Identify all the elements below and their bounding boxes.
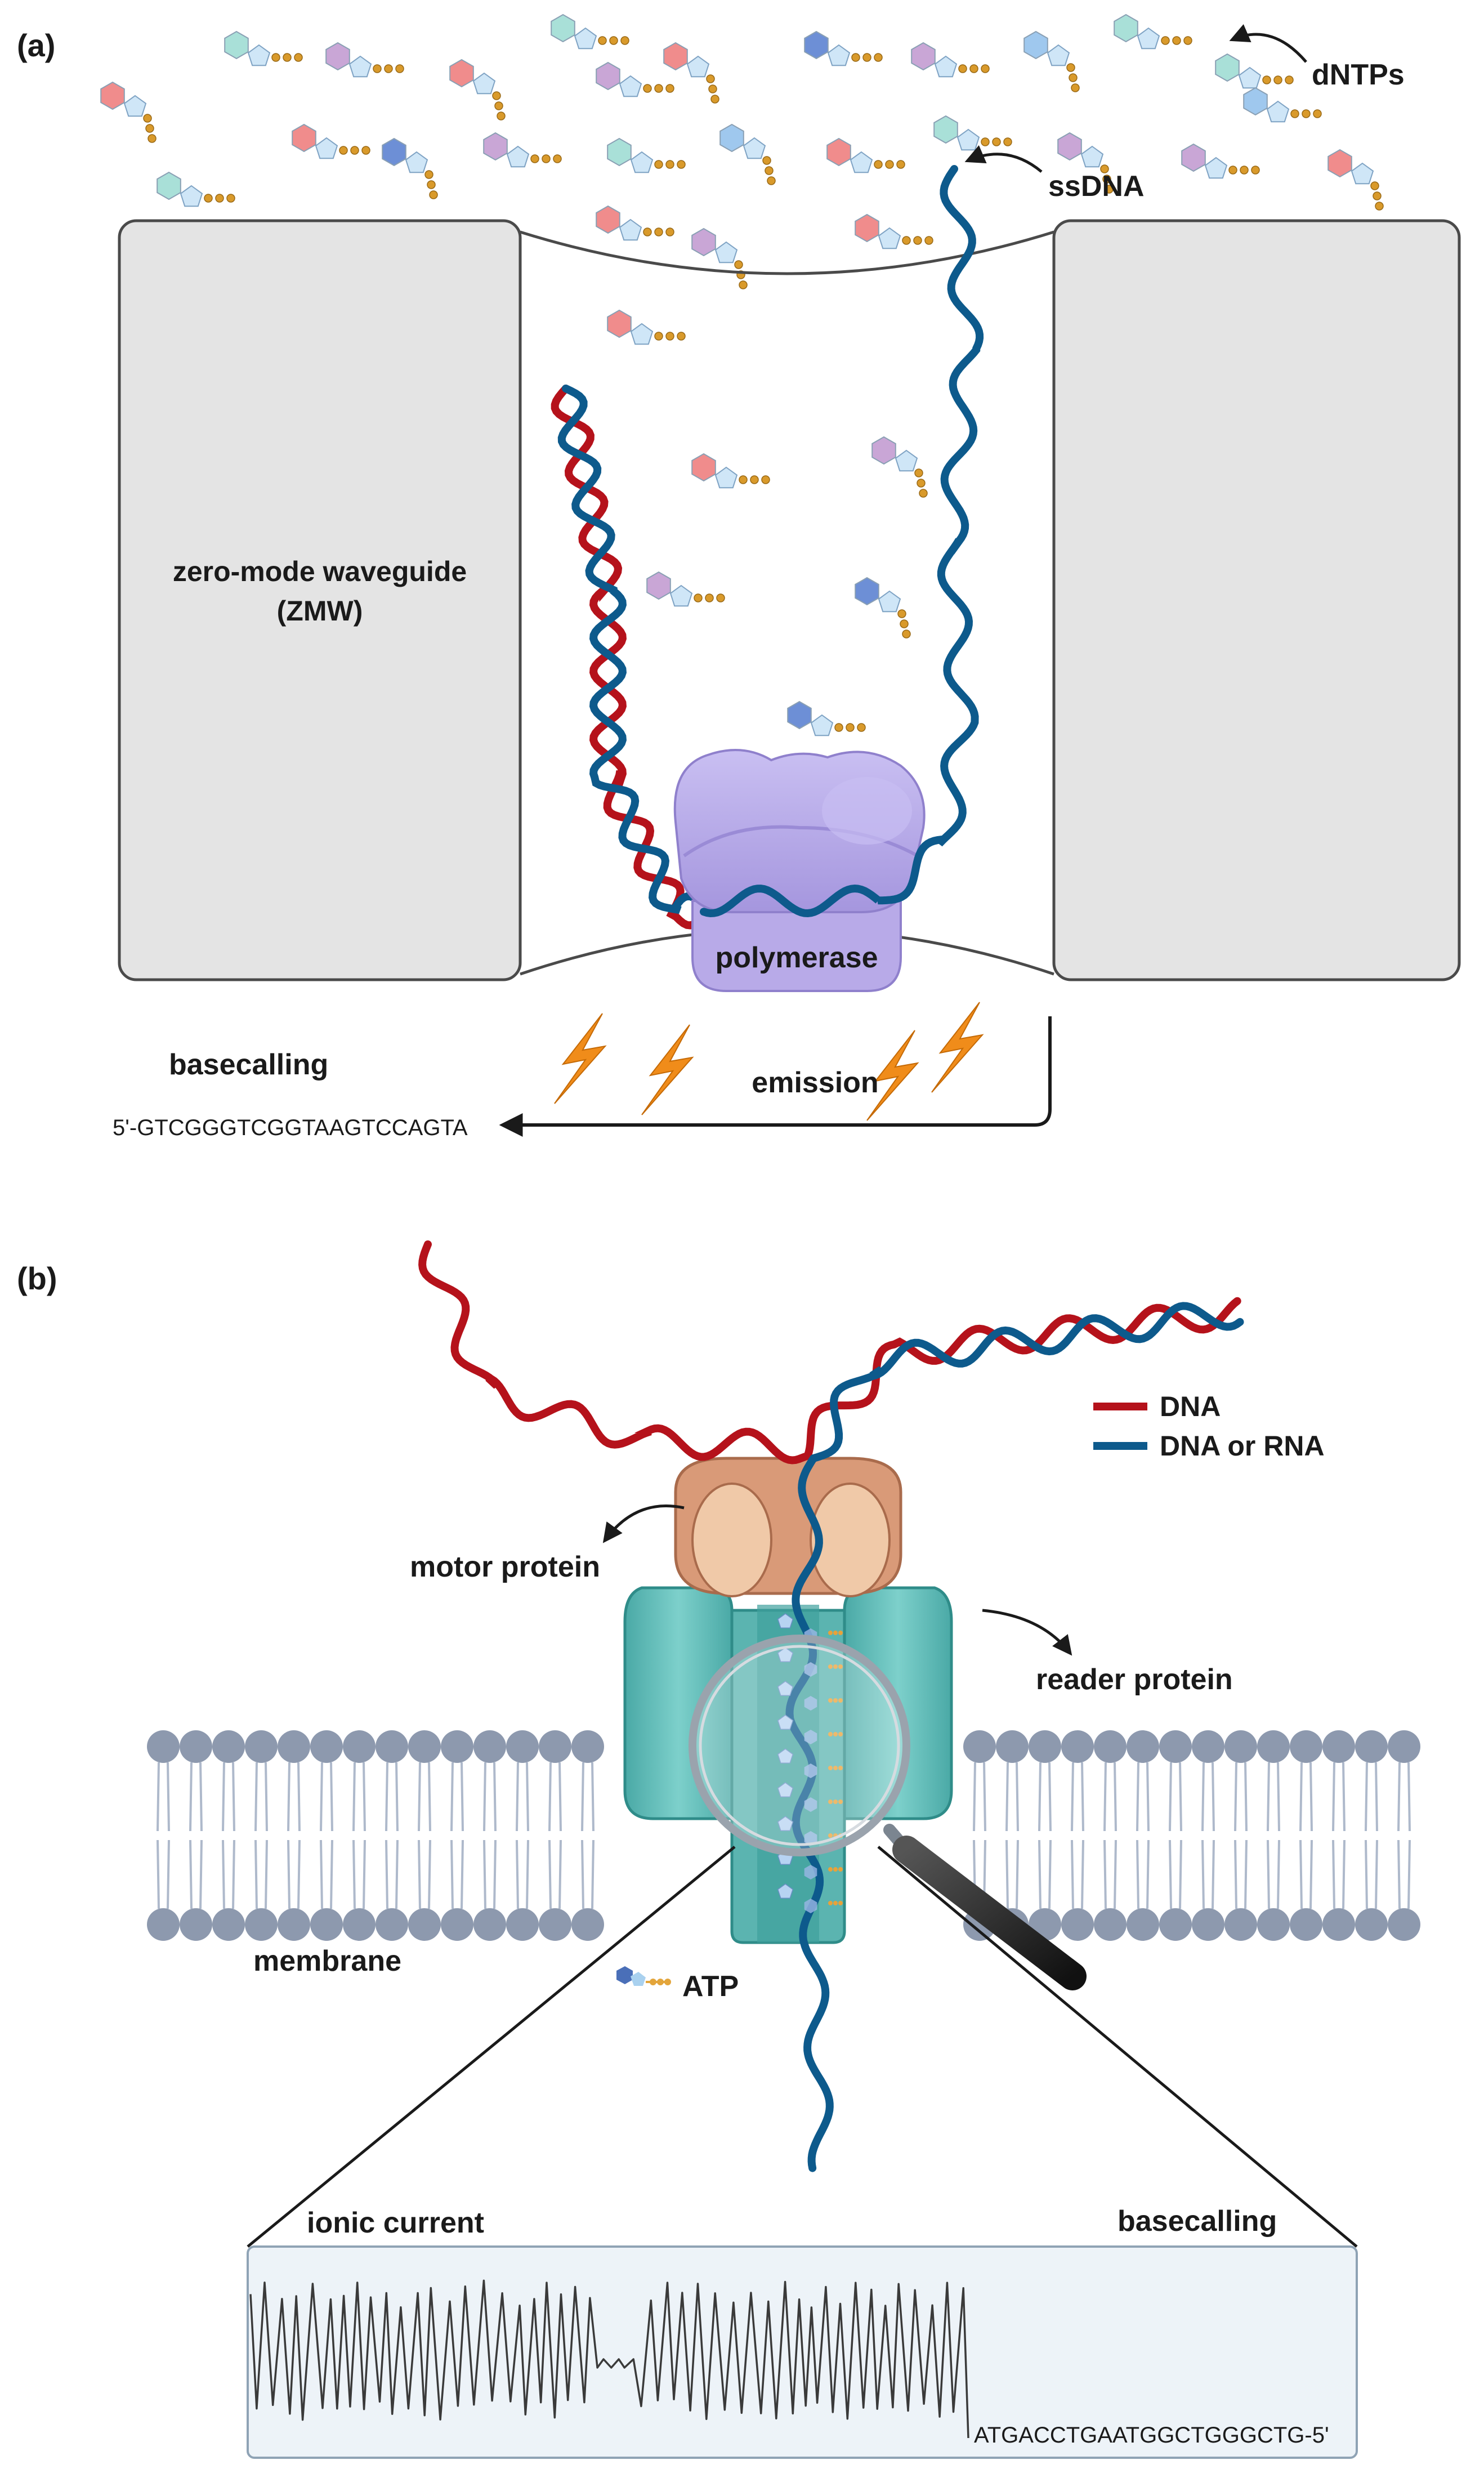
ss-dna-strand <box>700 165 984 918</box>
lightning-icon <box>931 1002 984 1093</box>
zoom-line-right <box>877 1846 1358 2248</box>
dntp-icon <box>1215 53 1294 89</box>
reader-protein-label: reader protein <box>1036 1663 1233 1696</box>
zmw-label-1: zero-mode waveguide <box>173 556 467 587</box>
dntp-icon <box>596 61 674 97</box>
dntp-icon <box>224 30 303 66</box>
well-top-curve <box>520 230 1054 275</box>
basecalling-b-label: basecalling <box>1118 2205 1277 2238</box>
ionic-current-label: ionic current <box>307 2207 484 2239</box>
panel-b-tag: (b) <box>17 1261 57 1296</box>
zmw-right-wall <box>1052 219 1461 981</box>
dntp-icon <box>382 137 438 199</box>
dntp-icon <box>871 436 928 498</box>
pore-nucleotides <box>777 1613 843 1913</box>
dntp-icon <box>787 700 866 736</box>
lightning-icon <box>554 1013 607 1104</box>
motor-protein-label: motor protein <box>410 1551 600 1583</box>
dntp-icon <box>911 42 990 78</box>
zoom-line-left <box>247 1846 736 2248</box>
legend-label-dna-rna: DNA or RNA <box>1160 1430 1325 1462</box>
dntp-icon <box>855 577 911 639</box>
motor-arrow <box>602 1504 685 1543</box>
reader-arrow <box>982 1609 1072 1656</box>
atp-icon <box>616 1966 671 1986</box>
dntp-icon <box>1023 30 1080 92</box>
dntp-icon <box>483 132 562 168</box>
readout-arrow <box>499 1016 1052 1137</box>
motor-protein <box>674 1457 902 1597</box>
dntp-icon <box>804 30 883 66</box>
magnifying-glass-icon <box>689 1635 1087 1990</box>
legend-label-dna: DNA <box>1160 1391 1221 1422</box>
dntp-icon <box>855 213 933 249</box>
dntp-icon <box>449 59 506 120</box>
polymerase: polymerase <box>673 749 926 992</box>
sequence-b: ATGACCTGAATGGCTGGGCTG-5' <box>974 2423 1329 2448</box>
sequence-a: 5'-GTCGGGTCGGTAAGTCCAGTA <box>113 1115 468 1140</box>
legend: DNA DNA or RNA <box>1093 1391 1325 1462</box>
dntp-icon <box>1327 149 1384 211</box>
lightning-icon <box>641 1024 694 1115</box>
dntp-icon <box>607 309 686 345</box>
panel-a-tag: (a) <box>17 28 55 63</box>
dna-red-strand <box>418 1240 1241 1465</box>
dntp-icon <box>292 123 370 159</box>
polymerase-label: polymerase <box>715 941 878 974</box>
dntp-icon <box>607 137 686 173</box>
atp-label: ATP <box>682 1970 739 2003</box>
emission-bolts <box>554 1002 984 1121</box>
dntps-label: dNTPs <box>1312 59 1405 91</box>
dntp-icon <box>1114 14 1192 50</box>
zmw-label-2: (ZMW) <box>277 595 363 627</box>
dntp-icon <box>596 205 674 241</box>
dna-rna-blue-strand <box>785 1302 1244 2172</box>
dntp-icon <box>691 227 748 289</box>
lightning-icon <box>866 1030 919 1121</box>
ionic-current-trace <box>249 2279 969 2439</box>
dntp-molecules <box>100 14 1384 736</box>
dntp-icon <box>719 123 776 185</box>
dntp-icon <box>1057 132 1114 194</box>
membrane-label: membrane <box>253 1945 401 1977</box>
dntp-icon <box>325 42 404 78</box>
panel-b: (b) DNA DNA or RNA <box>17 1240 1420 2459</box>
dntp-icon <box>646 571 725 607</box>
dntp-icon <box>157 171 235 207</box>
dntp-icon <box>551 14 629 50</box>
ssdna-arrow <box>964 145 1043 173</box>
dntp-icon <box>1243 87 1322 123</box>
dntp-icon <box>933 115 1012 151</box>
dntps-arrow <box>1229 24 1307 63</box>
dntp-icon <box>100 81 157 143</box>
ssdna-label: ssDNA <box>1048 170 1145 203</box>
lipid-bilayer <box>147 1730 1420 1941</box>
emission-label: emission <box>752 1066 878 1099</box>
panel-a: (a) zero-mode waveguide (ZMW) polymerase… <box>17 14 1461 1140</box>
dntp-icon <box>691 453 770 489</box>
ds-dna-blue-strand <box>557 385 737 926</box>
basecalling-a-label: basecalling <box>169 1048 328 1081</box>
dntp-icon <box>1181 143 1260 179</box>
dntp-icon <box>826 137 905 173</box>
zmw-left-wall <box>118 219 522 981</box>
dntp-icon <box>663 42 719 104</box>
